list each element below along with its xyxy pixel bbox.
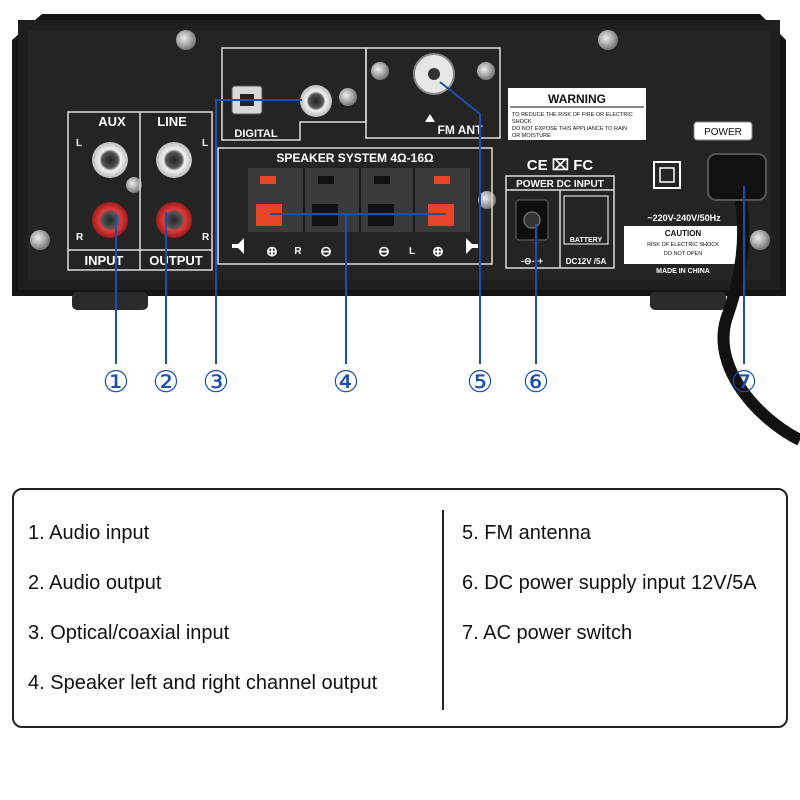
legend-column-left: 1. Audio input 2. Audio output 3. Optica… bbox=[28, 508, 428, 708]
speaker-lever-red-right[interactable] bbox=[256, 204, 282, 226]
output-right-rca-jack[interactable] bbox=[156, 202, 192, 238]
callout-6: ⑥ bbox=[523, 365, 550, 400]
screw-icon bbox=[339, 88, 357, 106]
warning-text-line: TO REDUCE THE RISK OF FIRE OR ELECTRIC bbox=[512, 112, 633, 118]
legend-item-audio-input: 1. Audio input bbox=[28, 522, 150, 544]
speaker-system-label: SPEAKER SYSTEM 4Ω-16Ω bbox=[276, 151, 434, 165]
warning-text-line: SHOCK bbox=[512, 119, 532, 125]
legend-item-speaker-output: 4. Speaker left and right channel output bbox=[28, 672, 378, 694]
speaker-terminal-black-2[interactable] bbox=[374, 176, 390, 184]
callout-3: ③ bbox=[203, 365, 230, 400]
ac-rating-label: ~220V-240V/50Hz bbox=[647, 213, 721, 223]
legend-divider bbox=[442, 510, 444, 710]
legend-item-ac-power-switch: 7. AC power switch bbox=[462, 622, 633, 644]
digital-label: DIGITAL bbox=[234, 128, 277, 140]
class-ii-symbol-icon bbox=[653, 161, 681, 189]
input-label: INPUT bbox=[85, 253, 124, 268]
dc-rating-label: DC12V /5A bbox=[566, 257, 607, 266]
screw-icon bbox=[477, 62, 495, 80]
right-channel-label: R bbox=[76, 232, 84, 243]
legend-box: 1. Audio input 2. Audio output 3. Optica… bbox=[12, 488, 788, 728]
dc-polarity-icon: -⊖-•+ bbox=[521, 256, 543, 266]
warning-text-line: OR MOISTURE bbox=[512, 133, 551, 139]
caution-text-line: RISK OF ELECTRIC SHOCK bbox=[647, 242, 719, 248]
callout-line-3 bbox=[215, 99, 302, 364]
power-dc-section: POWER DC INPUT BATTERY DC12V /5A -⊖-•+ bbox=[505, 175, 615, 269]
plus-icon: ⊕ bbox=[266, 243, 278, 259]
speaker-icon bbox=[466, 238, 478, 254]
callout-4: ④ bbox=[333, 365, 360, 400]
dc-jack-pin bbox=[523, 211, 541, 229]
speaker-terminal-red-2[interactable] bbox=[434, 176, 450, 184]
output-label: OUTPUT bbox=[149, 253, 203, 268]
fm-antenna-section: FM ANT bbox=[365, 47, 501, 139]
callout-numbers: ① ② ③ ④ ⑤ ⑥ ⑦ bbox=[103, 365, 758, 400]
power-label-box: POWER bbox=[693, 121, 753, 141]
callout-2: ② bbox=[153, 365, 180, 400]
legend-column-right: 5. FM antenna 6. DC power supply input 1… bbox=[462, 508, 782, 658]
fm-ant-label: FM ANT bbox=[438, 123, 484, 137]
line-left-rca-jack[interactable] bbox=[156, 142, 192, 178]
speaker-terminal-red-1[interactable] bbox=[260, 176, 276, 184]
aux-left-rca-jack[interactable] bbox=[92, 142, 128, 178]
legend-item-optical-coaxial-input: 3. Optical/coaxial input bbox=[28, 622, 230, 644]
minus-icon: ⊖ bbox=[378, 243, 390, 259]
warning-text-line: DO NOT EXPOSE THIS APPLIANCE TO RAIN bbox=[512, 126, 627, 132]
right-channel-label: R bbox=[202, 232, 210, 243]
fm-connector-pin bbox=[428, 68, 440, 80]
certification-marks: CE ⌧ FC bbox=[527, 157, 594, 174]
legend-item-fm-antenna: 5. FM antenna bbox=[462, 522, 591, 544]
screw-icon bbox=[176, 30, 196, 50]
callout-line-5 bbox=[439, 81, 481, 364]
left-channel-label: L bbox=[76, 138, 82, 149]
input-right-rca-jack[interactable] bbox=[92, 202, 128, 238]
aux-label: AUX bbox=[98, 114, 126, 129]
callout-lines bbox=[115, 81, 745, 364]
callout-7: ⑦ bbox=[731, 365, 758, 400]
caution-label: CAUTION RISK OF ELECTRIC SHOCK DO NOT OP… bbox=[624, 226, 742, 264]
power-label: POWER bbox=[704, 127, 742, 138]
line-label: LINE bbox=[157, 114, 187, 129]
minus-icon: ⊖ bbox=[320, 243, 332, 259]
legend-item-dc-power-input: 6. DC power supply input 12V/5A bbox=[462, 572, 757, 594]
ac-power-switch[interactable] bbox=[707, 153, 767, 201]
right-channel-marker: R bbox=[294, 246, 302, 257]
power-dc-input-label: POWER DC INPUT bbox=[516, 179, 604, 190]
left-channel-marker: L bbox=[409, 246, 415, 257]
legend-item-audio-output: 2. Audio output bbox=[28, 572, 162, 594]
callout-5: ⑤ bbox=[467, 365, 494, 400]
audio-io-section: AUX LINE L R L R INPUT OUTPUT bbox=[67, 111, 213, 271]
plus-icon: ⊕ bbox=[432, 243, 444, 259]
chassis-foot-right bbox=[650, 292, 726, 310]
screw-icon bbox=[598, 30, 618, 50]
screw-icon bbox=[371, 62, 389, 80]
warning-label: WARNING TO REDUCE THE RISK OF FIRE OR EL… bbox=[508, 88, 646, 140]
speaker-icon bbox=[232, 238, 244, 254]
battery-label: BATTERY bbox=[570, 237, 603, 244]
class-ii-inner bbox=[659, 167, 675, 183]
left-channel-label: L bbox=[202, 138, 208, 149]
chassis-foot-left bbox=[72, 292, 148, 310]
caution-text-line: DO NOT OPEN bbox=[664, 251, 702, 257]
screw-icon bbox=[30, 230, 50, 250]
speaker-terminal-black-1[interactable] bbox=[318, 176, 334, 184]
made-in-label: MADE IN CHINA bbox=[656, 268, 710, 275]
screw-icon bbox=[750, 230, 770, 250]
coaxial-input-jack[interactable] bbox=[300, 85, 332, 117]
callout-1: ① bbox=[103, 365, 130, 400]
amplifier-rear-panel-diagram: AUX LINE L R L R INPUT OUTPUT DIGITAL FM… bbox=[12, 14, 800, 446]
warning-title: WARNING bbox=[548, 92, 606, 106]
screw-icon bbox=[126, 177, 142, 193]
caution-title: CAUTION bbox=[665, 229, 702, 238]
